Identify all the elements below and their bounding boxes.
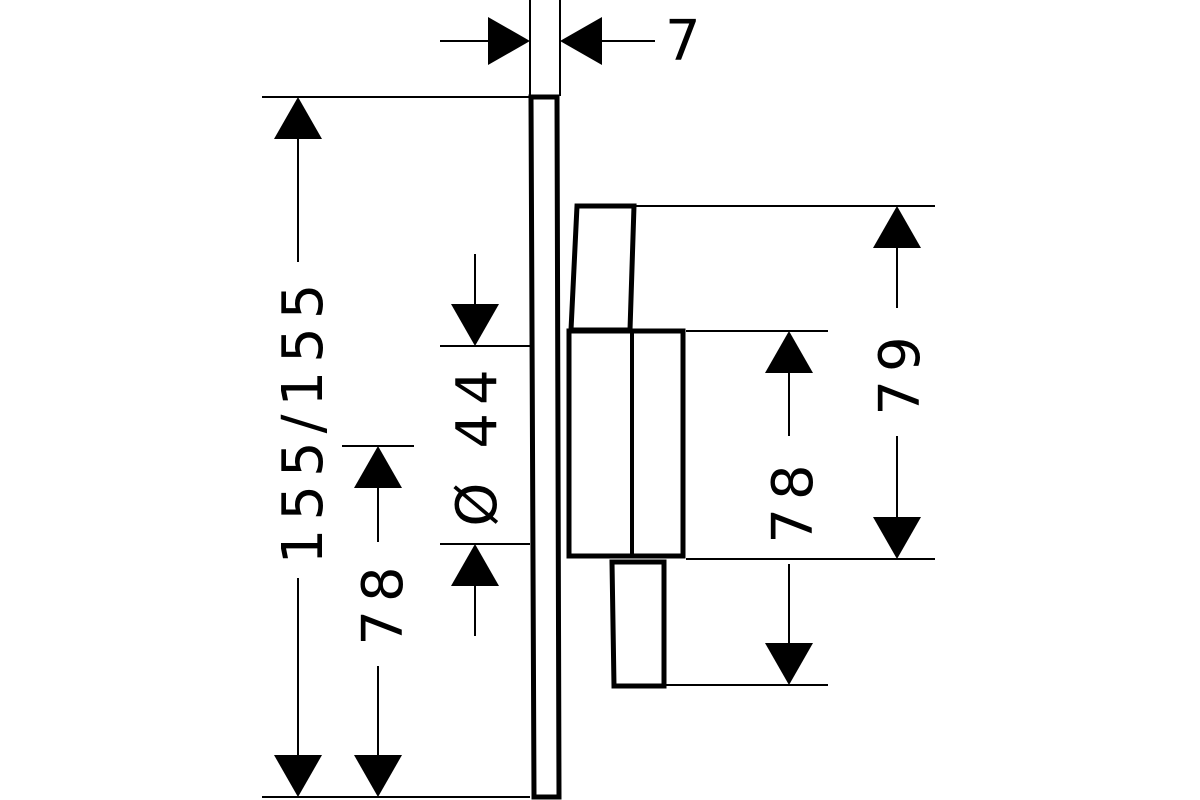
cover-plate bbox=[528, 94, 562, 800]
dimension-diameter: Ø 44 bbox=[440, 254, 530, 636]
arrow-down-icon bbox=[274, 755, 322, 797]
label-body-height: 78 bbox=[761, 456, 826, 543]
arrow-down-icon bbox=[873, 517, 921, 559]
label-upper-height: 79 bbox=[868, 328, 933, 415]
dimension-lower-offset: 78 bbox=[342, 445, 416, 797]
arrow-up-icon bbox=[274, 97, 322, 139]
arrow-up-icon bbox=[873, 206, 921, 248]
lower-block bbox=[609, 559, 667, 689]
label-total-height: 155/155 bbox=[271, 276, 336, 565]
dimension-plate-thickness: 7 bbox=[440, 0, 701, 96]
dimension-body-height: 78 bbox=[666, 330, 828, 686]
arrow-left-icon bbox=[560, 17, 602, 65]
arrow-up-icon bbox=[765, 331, 813, 373]
arrow-down-icon bbox=[451, 304, 499, 346]
upper-block bbox=[568, 203, 637, 333]
label-diameter: Ø 44 bbox=[445, 361, 510, 526]
label-plate-thickness: 7 bbox=[665, 9, 701, 74]
label-lower-offset: 78 bbox=[351, 558, 416, 645]
thermostat-body bbox=[566, 328, 686, 559]
dimension-total-height: 155/155 bbox=[262, 96, 530, 798]
arrow-down-icon bbox=[765, 643, 813, 685]
arrow-down-icon bbox=[354, 755, 402, 797]
dimension-upper-height: 79 bbox=[636, 205, 935, 560]
arrow-up-icon bbox=[451, 544, 499, 586]
arrow-right-icon bbox=[488, 17, 530, 65]
arrow-up-icon bbox=[354, 446, 402, 488]
